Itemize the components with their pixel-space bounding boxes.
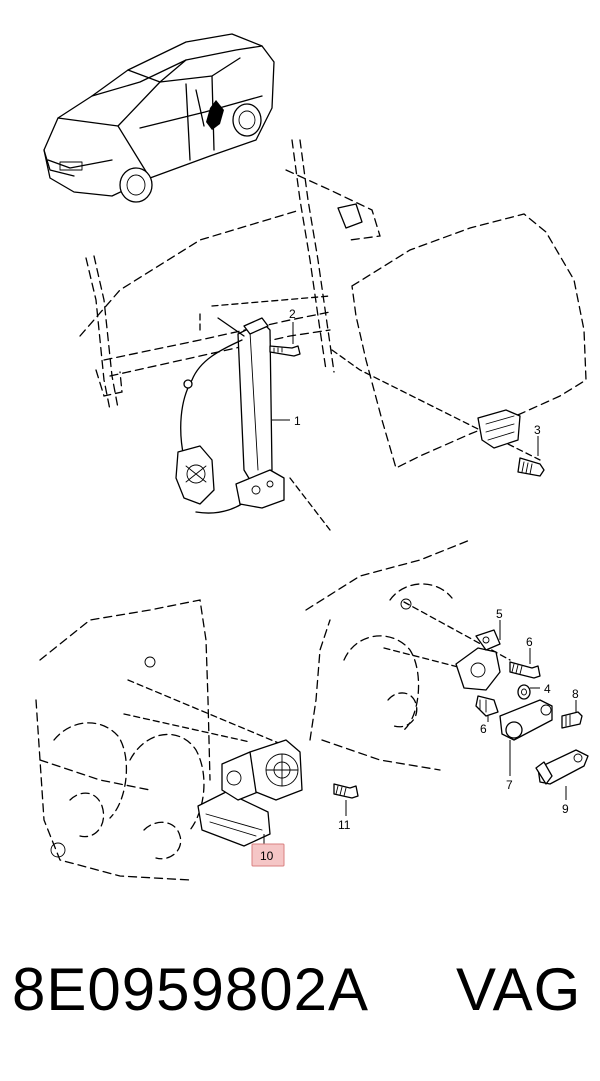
- bolt-2: [269, 345, 301, 357]
- crank-lever: [499, 699, 553, 741]
- part-number: 8E0959802A: [12, 956, 369, 1023]
- callout-label: 2: [289, 307, 296, 321]
- bolt-3: [517, 457, 545, 477]
- callout-label: 3: [534, 423, 541, 437]
- callout-label: 8: [572, 687, 579, 701]
- callout-label: 6: [526, 635, 533, 649]
- glass-clamp: [477, 409, 521, 449]
- washer-4: [517, 684, 531, 700]
- door-panel-right: [305, 539, 511, 771]
- car-thumbnail: [43, 33, 275, 203]
- callout-label: 11: [338, 818, 351, 832]
- callout-label: 1: [294, 414, 301, 428]
- callout-label: 9: [562, 802, 569, 816]
- callout-label: 5: [496, 607, 503, 621]
- bolt-11: [333, 783, 359, 799]
- door-panel-left: [35, 599, 211, 881]
- window-crank-handle: [535, 749, 589, 785]
- mount-bracket: [455, 629, 501, 691]
- callout-label: 10: [260, 849, 274, 863]
- brand-label: VAG: [456, 956, 582, 1023]
- bolt-8: [561, 711, 583, 729]
- window-glass: [331, 213, 587, 469]
- callout-label: 6: [480, 722, 487, 736]
- bolt-6-upper: [509, 661, 541, 679]
- window-regulator: [175, 295, 331, 531]
- callout-label: 4: [544, 682, 551, 696]
- window-motor: [123, 679, 303, 847]
- callout-label: 7: [506, 778, 513, 792]
- bolt-6-lower: [475, 695, 499, 717]
- callout-10-highlight: [251, 843, 285, 867]
